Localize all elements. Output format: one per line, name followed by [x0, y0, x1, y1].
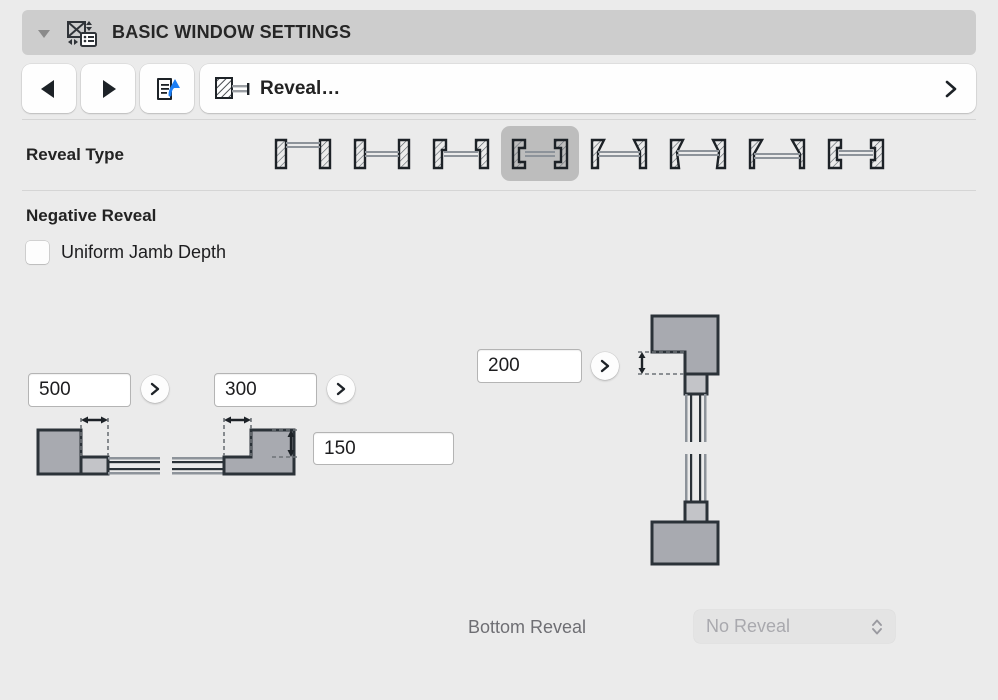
head-reveal-dimension-arrow: [638, 352, 646, 374]
updown-chevrons-icon: [871, 617, 883, 637]
negative-reveal-title: Negative Reveal: [26, 206, 157, 225]
left-jamb-stepper[interactable]: [141, 375, 169, 403]
chevron-right-icon: [336, 382, 346, 396]
export-settings-button[interactable]: [140, 64, 194, 113]
reveal-type-option-3[interactable]: [422, 126, 500, 181]
triangle-right-icon: [103, 79, 116, 98]
right-jamb-stepper[interactable]: [327, 375, 355, 403]
right-jamb-input[interactable]: 300: [214, 373, 317, 407]
reveal-type-options: [264, 126, 895, 181]
bottom-reveal-select[interactable]: No Reveal: [694, 610, 895, 643]
chevron-right-icon[interactable]: [944, 79, 958, 99]
reveal-type-label: Reveal Type: [26, 145, 124, 164]
left-jamb-input[interactable]: 500: [28, 373, 131, 407]
bottom-reveal-value: No Reveal: [706, 616, 791, 636]
window-settings-icon: [65, 18, 99, 48]
left-jamb-dimension-arrow: [81, 416, 108, 424]
reveal-type-option-6[interactable]: [659, 126, 737, 181]
uniform-jamb-depth-checkbox[interactable]: [26, 241, 49, 264]
reveal-field[interactable]: Reveal…: [200, 64, 976, 113]
reveal-type-option-5[interactable]: [580, 126, 658, 181]
reveal-depth-input[interactable]: 150: [313, 432, 454, 465]
reveal-type-option-8[interactable]: [817, 126, 895, 181]
back-button[interactable]: [22, 64, 76, 113]
reveal-depth-dimension-arrow: [287, 430, 295, 457]
uniform-jamb-depth-label: Uniform Jamb Depth: [61, 242, 227, 262]
section-title: BASIC WINDOW SETTINGS: [112, 22, 352, 42]
reveal-type-option-7[interactable]: [738, 126, 816, 181]
reveal-type-option-4[interactable]: [501, 126, 579, 181]
triangle-left-icon: [41, 79, 54, 98]
reveal-hatch-icon: [214, 76, 254, 102]
triangle-down-icon[interactable]: [31, 20, 57, 46]
forward-button[interactable]: [81, 64, 135, 113]
chevron-right-icon: [150, 382, 160, 396]
reveal-field-label: Reveal…: [260, 77, 341, 99]
head-reveal-input[interactable]: 200: [477, 349, 582, 383]
right-jamb-dimension-arrow: [224, 416, 251, 424]
divider-bottom: [22, 190, 976, 191]
reveal-type-option-1[interactable]: [264, 126, 342, 181]
section-header: BASIC WINDOW SETTINGS: [22, 10, 976, 55]
uniform-jamb-depth-row[interactable]: Uniform Jamb Depth: [26, 241, 226, 264]
head-reveal-stepper[interactable]: [591, 352, 619, 380]
bottom-reveal-label: Bottom Reveal: [468, 617, 587, 637]
chevron-right-icon: [600, 359, 610, 373]
plan-section-diagram: [26, 412, 306, 507]
reveal-toolbar: Reveal…: [22, 64, 976, 113]
reveal-type-option-2[interactable]: [343, 126, 421, 181]
document-upload-icon: [157, 77, 180, 100]
elevation-section-diagram: [630, 312, 740, 577]
divider-top: [22, 119, 976, 120]
